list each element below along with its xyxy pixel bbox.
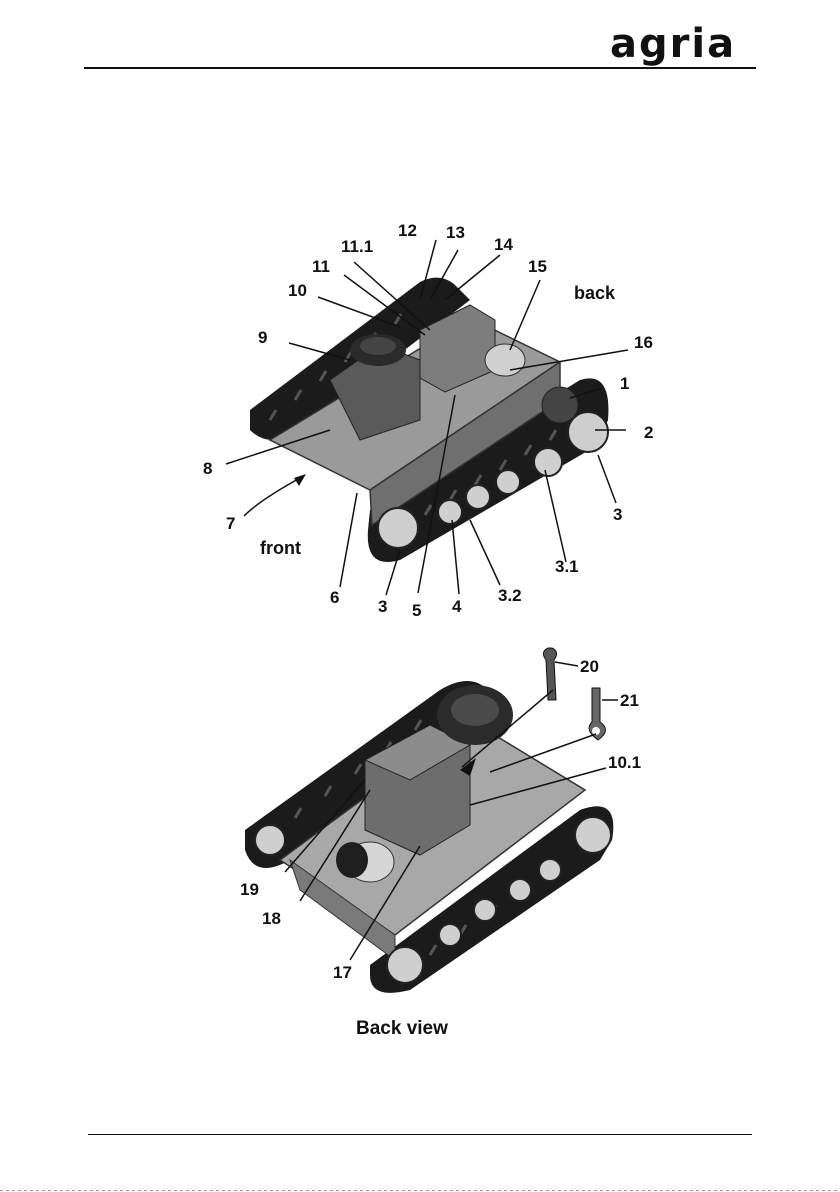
label-8: 8 — [203, 459, 212, 478]
label-3-1: 3.1 — [555, 557, 579, 576]
label-19: 19 — [240, 880, 259, 899]
label-18: 18 — [262, 909, 281, 928]
figure-caption: Back view — [356, 1018, 448, 1040]
word-front: front — [260, 538, 301, 558]
label-21: 21 — [620, 691, 639, 710]
label-3-right: 3 — [613, 505, 622, 524]
label-2: 2 — [644, 423, 653, 442]
label-3-left: 3 — [378, 597, 387, 616]
label-6: 6 — [330, 588, 339, 607]
label-1: 1 — [620, 374, 629, 393]
label-11: 11 — [312, 257, 330, 276]
label-9: 9 — [258, 328, 267, 347]
label-10: 10 — [288, 281, 307, 300]
label-7: 7 — [226, 514, 235, 533]
word-back: back — [574, 283, 616, 303]
label-13: 13 — [446, 223, 465, 242]
label-15: 15 — [528, 257, 547, 276]
label-3-2: 3.2 — [498, 586, 522, 605]
label-20: 20 — [580, 657, 599, 676]
label-5: 5 — [412, 601, 421, 620]
label-4: 4 — [452, 597, 462, 616]
tracked-mower-back-drawing — [245, 648, 613, 993]
page-edge — [0, 1190, 840, 1191]
label-14: 14 — [494, 235, 513, 254]
footer-rule — [88, 1134, 752, 1135]
label-17: 17 — [333, 963, 352, 982]
label-11-1: 11.1 — [341, 237, 373, 256]
label-12: 12 — [398, 221, 417, 240]
label-16: 16 — [634, 333, 653, 352]
tracked-mower-top-drawing — [250, 278, 608, 562]
label-10-1: 10.1 — [608, 753, 641, 772]
